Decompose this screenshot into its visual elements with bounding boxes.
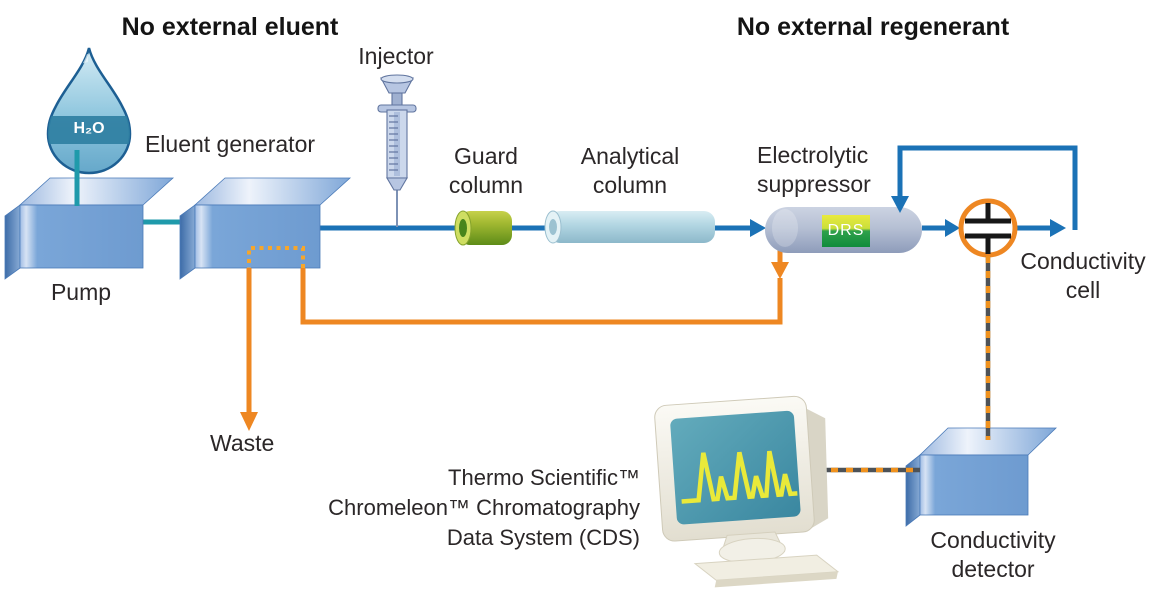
eluent-generator-box: [179, 177, 352, 280]
injector-syringe-icon: [377, 74, 417, 227]
recycle-arrow: [771, 262, 789, 279]
analytical-column-cylinder: [544, 210, 715, 244]
headline-no-external-eluent: No external eluent: [121, 13, 339, 41]
injector-label: Injector: [358, 43, 434, 69]
guard-column-label: Guard column: [448, 143, 524, 198]
conductivity-cell-symbol: [958, 198, 1018, 258]
monitor-screen: [670, 410, 801, 525]
monitor-icon: [654, 395, 840, 588]
drs-badge-label: DRS: [827, 222, 865, 239]
recycle-dotted-inside-generator: [247, 246, 305, 268]
conductivity-cell-label: Conductivity cell: [1020, 248, 1146, 303]
guard-column-cylinder: [454, 210, 512, 246]
data-system-line2: Chromeleon™ Chromatography: [328, 495, 640, 520]
regen-arrow-into-suppressor: [891, 196, 909, 213]
conductivity-detector-box: [905, 427, 1057, 527]
waste-label: Waste: [210, 430, 275, 456]
suppressor-capsule: [765, 207, 922, 253]
regen-loop-line: [891, 145, 1078, 237]
water-label: H₂O: [73, 120, 105, 137]
analytical-column-label: Analytical column: [580, 143, 680, 198]
chromatogram-trace: [681, 450, 798, 504]
data-system-line3: Data System (CDS): [446, 525, 640, 550]
pump-label: Pump: [50, 279, 112, 305]
waste-arrow: [240, 268, 258, 431]
data-system-caption: Thermo Scientific™ Chromeleon™ Chromatog…: [280, 463, 640, 553]
headline-no-external-regenerant: No external regenerant: [736, 13, 1010, 41]
flow-line-suppressor-to-cell: [922, 219, 960, 237]
flow-arrow-into-suppressor: [750, 219, 766, 237]
electrolytic-suppressor-label: Electrolytic suppressor: [757, 142, 871, 197]
drop-band: [47, 116, 130, 144]
drs-badge: [822, 215, 870, 247]
recycle-line: [300, 248, 783, 325]
data-system-line1: Thermo Scientific™: [448, 465, 640, 490]
pump-box: [4, 177, 175, 280]
conductivity-detector-label: Conductivity detector: [930, 527, 1056, 582]
eluent-generator-label: Eluent generator: [144, 131, 316, 157]
